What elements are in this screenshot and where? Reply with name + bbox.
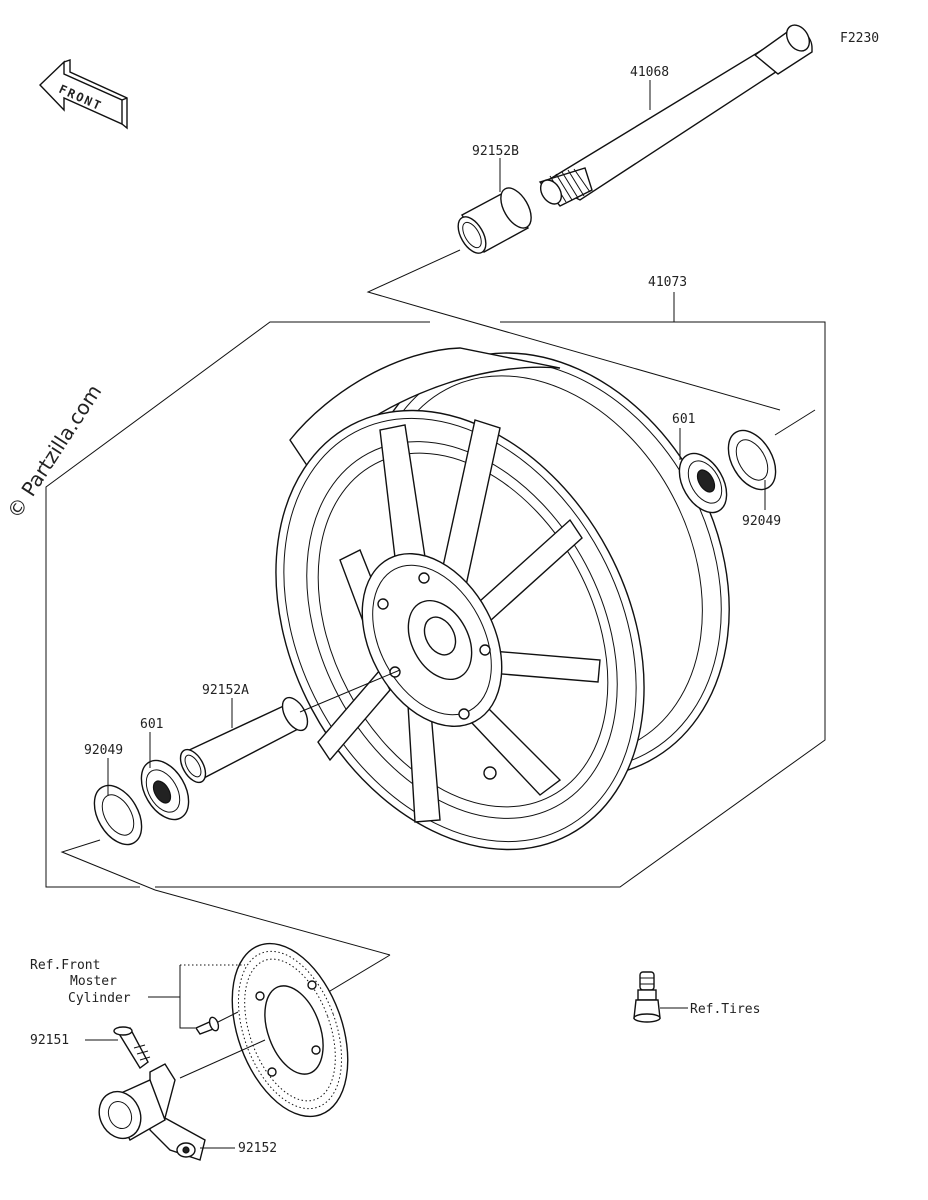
label-601-right: 601 [672, 412, 695, 427]
label-41073: 41073 [648, 275, 687, 290]
seal-right [727, 429, 777, 491]
front-wheel [275, 347, 730, 851]
front-arrow-icon: FRONT [39, 59, 128, 130]
ref-master-cylinder-line3: Cylinder [68, 991, 131, 1006]
label-92049-right: 92049 [742, 514, 781, 529]
bolt-92151 [113, 1026, 151, 1070]
label-41068: 41068 [630, 65, 669, 80]
ref-master-cylinder-line2: Moster [70, 974, 117, 989]
screw [194, 1016, 220, 1035]
ref-tires: Ref.Tires [690, 1002, 760, 1017]
abs-rotor [231, 942, 349, 1118]
explode-box [45, 321, 430, 888]
collar-92152a [179, 696, 309, 784]
label-601-left: 601 [140, 717, 163, 732]
axle-41068 [538, 24, 813, 207]
label-92152b: 92152B [472, 144, 519, 159]
seal-left [93, 784, 143, 846]
label-92152a: 92152A [202, 683, 249, 698]
label-92151: 92151 [30, 1033, 69, 1048]
watermark: © Partzilla.com [2, 380, 106, 523]
tire-valve [633, 971, 661, 1023]
bearing-right [678, 452, 728, 514]
sensor-bracket-92152 [98, 1063, 206, 1161]
diagram-code: F2230 [840, 31, 879, 46]
collar-92152b [457, 187, 532, 254]
label-92152: 92152 [238, 1141, 277, 1156]
label-92049-left: 92049 [84, 743, 123, 758]
ref-master-cylinder-line1: Ref.Front [30, 958, 100, 973]
bearing-left [140, 759, 190, 821]
